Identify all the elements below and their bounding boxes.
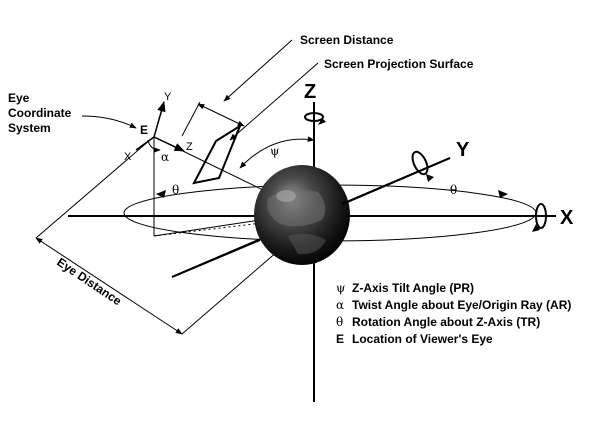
legend-text-theta: Rotation Angle about Z-Axis (TR) [352,315,540,329]
legend-symbol-alpha: α [336,298,344,312]
screen-distance-label: Screen Distance [300,33,394,47]
eye-coordinate-label-2: Coordinate [8,106,72,120]
eye-coordinate-leader [81,115,137,129]
eye-z-axis [153,136,185,152]
psi-label: ψ [270,144,279,158]
alpha-label: α [161,150,169,164]
legend: ψ Z-Axis Tilt Angle (PR) α Twist Angle a… [336,281,571,346]
screen-projection-leader [229,62,319,141]
eye-z-label: Z [186,141,193,153]
eye-x-label: X [124,151,132,163]
eye-y-label: Y [164,91,172,103]
eye-point-label: E [140,123,148,137]
eye-ground-ray-dashed [153,222,263,237]
z-rotation-arrow [304,112,324,122]
eye-y-axis [153,100,166,138]
globe-icon [254,165,350,265]
theta-label-left: θ [172,183,179,197]
eye-coordinate-label-3: System [8,121,51,135]
x-rotation-head [532,224,540,232]
screen-distance-dim [197,103,245,127]
eye-distance-extension-1 [35,139,151,239]
legend-symbol-theta: θ [336,315,343,329]
y-axis-label: Y [456,139,470,161]
eye-coordinate-label-1: Eye [8,91,30,105]
legend-text-psi: Z-Axis Tilt Angle (PR) [352,281,474,295]
z-rotation-head [318,118,326,125]
x-axis-label: X [560,207,574,229]
legend-symbol-psi: ψ [336,281,345,295]
eye-x-axis [135,136,155,151]
theta-arrow-left [156,190,166,198]
theta-label-right: θ [450,183,457,197]
legend-text-e: Location of Viewer's Eye [352,332,493,346]
psi-arc [239,136,315,169]
eye-distance-label: Eye Distance [54,255,124,309]
theta-arrow-right [498,190,508,198]
screen-projection-surface-label: Screen Projection Surface [324,57,474,71]
y-axis-front [171,239,261,278]
screen-distance-leader [223,39,293,102]
y-rotation-head [426,174,434,182]
legend-text-alpha: Twist Angle about Eye/Origin Ray (AR) [352,298,571,312]
eye-distance-dim [35,237,183,335]
z-axis-label: Z [304,81,316,103]
y-rotation-arrow [411,150,429,176]
y-axis-back [341,157,451,205]
legend-symbol-e: E [336,332,344,346]
screen-distance-extension [181,101,201,137]
screen-projection-surface [192,123,243,185]
